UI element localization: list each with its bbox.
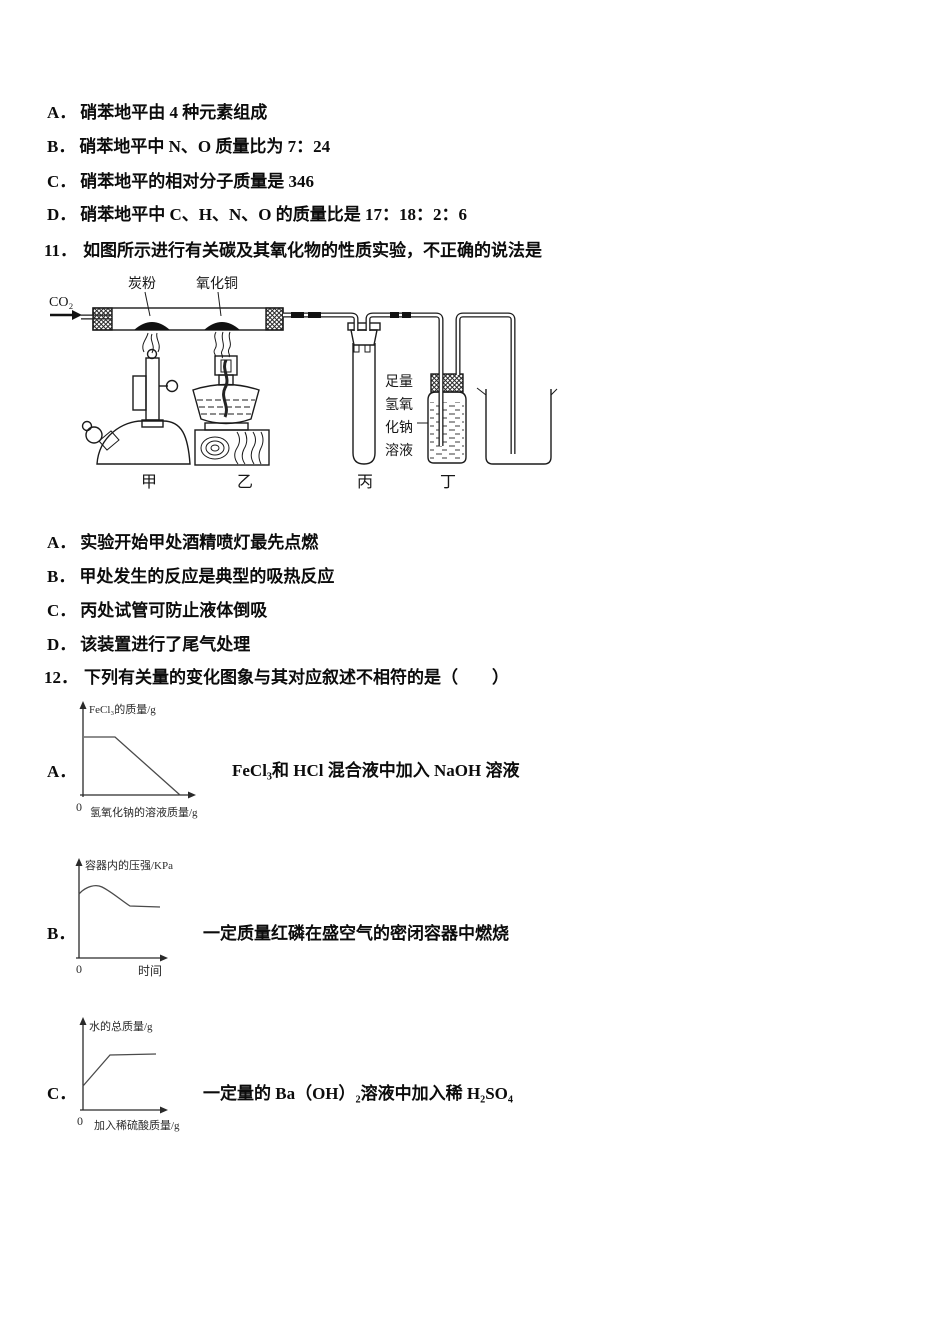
naoh-line-3: 化钠 xyxy=(385,420,413,436)
option-text: 丙处试管可防止液体倒吸 xyxy=(80,601,268,620)
q11-number: 11． xyxy=(44,241,78,260)
safety-test-tube xyxy=(347,322,381,465)
option-text: 实验开始甲处酒精喷灯最先点燃 xyxy=(80,533,319,552)
y-axis-label: 水的总质量/g xyxy=(89,1019,153,1033)
chart-option-b: 容器内的压强/KPa 0 时间 xyxy=(75,858,173,978)
charcoal-label: 炭粉 xyxy=(128,276,156,292)
x-axis xyxy=(80,1106,168,1114)
q12-item-c-letter: C． xyxy=(47,1084,77,1103)
q12-stem-text: 下列有关量的变化图象与其对应叙述不相符的是（ ） xyxy=(84,668,509,687)
wood-block xyxy=(194,429,270,466)
option-text: 甲处发生的反应是典型的吸热反应 xyxy=(79,567,335,586)
option-letter: D． xyxy=(47,635,77,654)
connecting-tube-to-beaker xyxy=(455,312,516,454)
data-line xyxy=(84,736,181,796)
alcohol-blast-lamp xyxy=(81,332,191,465)
copper-oxide-leader-line xyxy=(217,291,222,317)
naoh-line-2: 氢氧 xyxy=(385,397,413,413)
q10-option-c: C． 硝苯地平的相对分子质量是 346 xyxy=(47,167,314,192)
gas-bottle xyxy=(427,373,467,464)
naoh-liquid xyxy=(430,402,464,461)
x-axis xyxy=(80,791,196,799)
q12-item-b-letter: B． xyxy=(47,924,76,943)
q12-item-a-letter: A． xyxy=(47,762,77,781)
label-bing: 丙 xyxy=(357,474,373,491)
option-letter: B． xyxy=(47,137,76,156)
data-line xyxy=(78,885,161,908)
q11-stem-text: 如图所示进行有关碳及其氧化物的性质实验，不正确的说法是 xyxy=(83,241,543,260)
co2-label: CO₂ xyxy=(49,295,73,310)
chart-option-a: FeCl₃的质量/g 0 氢氧化钠的溶液质量/g xyxy=(76,701,198,819)
option-letter: C． xyxy=(47,601,77,620)
glass-tube xyxy=(92,307,284,331)
q12-stem: 12． 下列有关量的变化图象与其对应叙述不相符的是（ ） xyxy=(44,663,509,688)
naoh-line-1: 足量 xyxy=(385,374,413,390)
option-letter: D． xyxy=(47,205,77,224)
option-text: 该装置进行了尾气处理 xyxy=(80,635,251,654)
y-axis xyxy=(79,701,87,797)
q12-number: 12． xyxy=(44,668,78,687)
x-axis xyxy=(76,954,168,962)
alcohol-lamp xyxy=(192,331,260,431)
wick xyxy=(222,359,229,418)
x-axis-label: 加入稀硫酸质量/g xyxy=(94,1118,180,1132)
connecting-tube-to-test-tube xyxy=(283,312,359,331)
y-axis-label: 容器内的压强/KPa xyxy=(85,858,173,872)
q11-stem: 11． 如图所示进行有关碳及其氧化物的性质实验，不正确的说法是 xyxy=(44,236,542,261)
charcoal-leader-line xyxy=(144,291,151,317)
left-stopper xyxy=(92,307,113,331)
q11-option-a: A． 实验开始甲处酒精喷灯最先点燃 xyxy=(47,528,318,553)
apparatus-diagram: 炭粉 氧化铜 CO₂ xyxy=(49,276,558,491)
option-text: 硝苯地平中 C、H、N、O 的质量比是 17：18：2：6 xyxy=(80,205,468,224)
option-letter: A． xyxy=(47,533,77,552)
x-axis-label: 时间 xyxy=(138,964,162,978)
option-text: 硝苯地平的相对分子质量是 346 xyxy=(80,172,315,191)
data-line xyxy=(82,1053,157,1087)
y-axis xyxy=(75,858,83,958)
origin-label: 0 xyxy=(76,962,82,976)
q10-option-b: B． 硝苯地平中 N、O 质量比为 7：24 xyxy=(47,132,330,157)
q12-item-b-caption: 一定质量红磷在盛空气的密闭容器中燃烧 xyxy=(203,924,509,943)
charcoal-mound xyxy=(134,322,170,330)
q10-option-a: A． 硝苯地平由 4 种元素组成 xyxy=(47,98,267,123)
flame-icon xyxy=(142,332,160,354)
label-jia: 甲 xyxy=(141,474,157,491)
option-letter: C． xyxy=(47,172,77,191)
naoh-line-4: 溶液 xyxy=(385,443,413,459)
q12-item-c-caption: 一定量的 Ba（OH）₂溶液中加入稀 H₂SO₄ xyxy=(203,1084,513,1103)
bottle-stopper xyxy=(430,373,464,393)
x-axis-label: 氢氧化钠的溶液质量/g xyxy=(90,805,198,819)
copper-oxide-mound xyxy=(204,322,240,330)
co2-arrow-icon xyxy=(50,310,82,320)
y-axis-label: FeCl₃的质量/g xyxy=(89,702,156,716)
option-letter: A． xyxy=(47,103,77,122)
q11-option-c: C． 丙处试管可防止液体倒吸 xyxy=(47,596,267,621)
q11-option-d: D． 该装置进行了尾气处理 xyxy=(47,630,250,655)
right-stopper xyxy=(265,307,284,331)
origin-label: 0 xyxy=(77,1114,83,1128)
origin-label: 0 xyxy=(76,800,82,814)
y-axis xyxy=(79,1017,87,1110)
flame-wisps-icon xyxy=(213,331,231,359)
chart-option-c: 水的总质量/g 0 加入稀硫酸质量/g xyxy=(77,1017,180,1132)
q11-option-b: B． 甲处发生的反应是典型的吸热反应 xyxy=(47,562,334,587)
label-yi: 乙 xyxy=(237,474,253,491)
q12-item-a-caption: FeCl₃和 HCl 混合液中加入 NaOH 溶液 xyxy=(232,761,520,780)
copper-oxide-label: 氧化铜 xyxy=(196,276,238,292)
naoh-solution-label: 足量 氢氧 化钠 溶液 xyxy=(385,374,428,459)
option-text: 硝苯地平中 N、O 质量比为 7：24 xyxy=(79,137,331,156)
beaker xyxy=(476,387,558,465)
label-ding: 丁 xyxy=(440,474,456,491)
q10-option-d: D． 硝苯地平中 C、H、N、O 的质量比是 17：18：2：6 xyxy=(47,200,467,225)
option-text: 硝苯地平由 4 种元素组成 xyxy=(80,103,268,122)
option-letter: B． xyxy=(47,567,76,586)
